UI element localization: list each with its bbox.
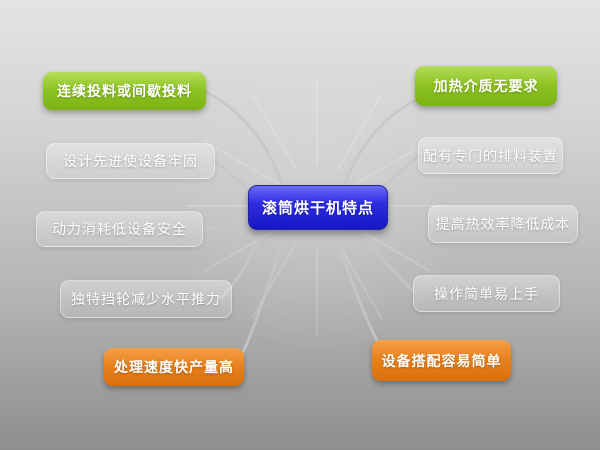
node-heating-medium-no-requirement: 加热介质无要求 — [415, 66, 557, 106]
node-easy-equipment-matching: 设备搭配容易简单 — [372, 340, 511, 381]
connector-line — [219, 226, 265, 300]
connector-line — [377, 153, 421, 192]
connector-line — [241, 227, 289, 354]
node-label: 加热介质无要求 — [433, 79, 539, 95]
node-label: 配有专门的排料装置 — [423, 148, 558, 165]
node-easy-operation: 操作简单易上手 — [413, 275, 560, 312]
starburst-rays — [187, 76, 447, 336]
node-fast-processing-high-output: 处理速度快产量高 — [104, 348, 244, 386]
node-dedicated-discharge-device: 配有专门的排料装置 — [418, 137, 563, 174]
node-label: 处理速度快产量高 — [114, 360, 234, 376]
node-label: 独特挡轮减少水平推力 — [71, 292, 221, 308]
node-label: 连续投料或间歇投料 — [57, 84, 192, 100]
connector-line — [332, 227, 379, 343]
node-advanced-design-sturdy: 设计先进使设备牢固 — [46, 143, 215, 179]
node-label: 操作简单易上手 — [434, 286, 539, 303]
center-node-label: 滚筒烘干机特点 — [261, 199, 374, 217]
node-thrust-wheel-reduction: 独特挡轮减少水平推力 — [60, 280, 232, 318]
node-thermal-efficiency-cost: 提高热效率降低成本 — [428, 205, 578, 243]
center-node: 滚筒烘干机特点 — [248, 185, 388, 230]
node-label: 设计先进使设备牢固 — [63, 154, 198, 170]
connector-line — [204, 90, 285, 189]
connector-line — [342, 98, 418, 189]
connector-line — [200, 222, 252, 230]
node-low-power-safe: 动力消耗低设备安全 — [36, 211, 203, 247]
node-label: 提高热效率降低成本 — [435, 217, 571, 233]
node-label: 设备搭配容易简单 — [381, 353, 502, 370]
connector-line — [355, 226, 415, 293]
connector-line — [384, 211, 431, 225]
node-label: 动力消耗低设备安全 — [52, 222, 187, 238]
node-continuous-or-intermittent-feeding: 连续投料或间歇投料 — [43, 72, 206, 110]
